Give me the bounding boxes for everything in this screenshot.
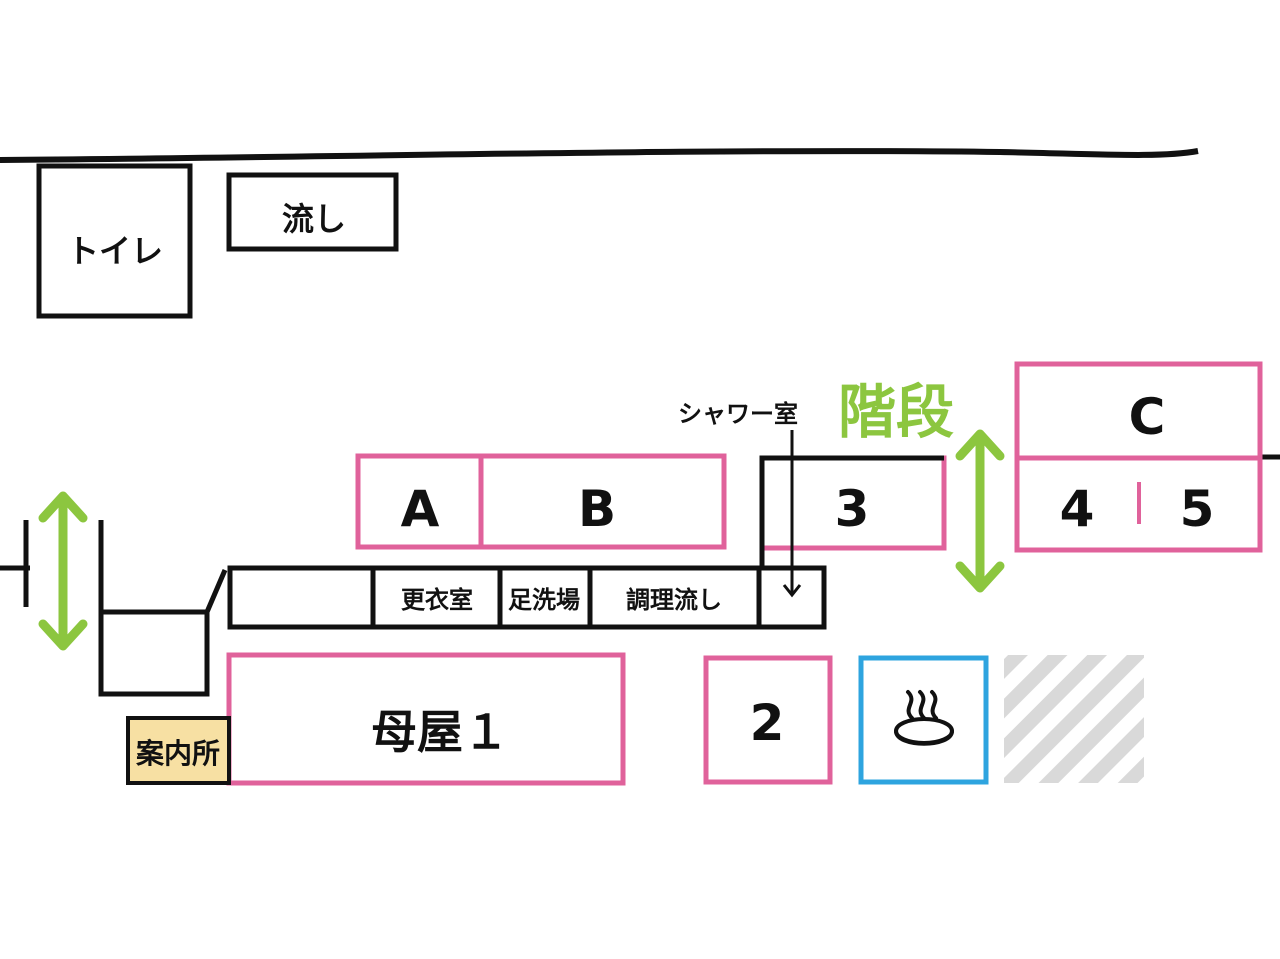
stairs-label: 階段 [838,378,954,446]
cooking-sink-label: 調理流し [626,586,722,614]
zone-3-label: 3 [835,480,870,538]
double-arrow-icon [955,429,1005,593]
foot-wash-label: 足洗場 [508,586,580,614]
main-house: 母屋１ [226,652,626,786]
toilet-label: トイレ [67,232,163,270]
zone-3: 3 [759,455,947,568]
sink-label: 流し [282,200,346,238]
hot-spring-icon [894,690,954,746]
zone-2: 2 [703,655,833,785]
zone-2-label: 2 [750,694,785,752]
zone-ab: A B [355,453,727,550]
entrance-slope [204,569,228,613]
bath [858,655,989,785]
zone-c-label: C [1129,388,1166,446]
arrow-down-icon [782,430,802,598]
zone-c45: C 4 5 [1014,361,1263,553]
toilet: トイレ [36,163,193,319]
service-building: 更衣室 足洗場 調理流し [227,565,827,630]
changing-room-label: 更衣室 [401,586,473,614]
info-desk: 案内所 [126,716,231,785]
zone-5-label: 5 [1180,480,1215,538]
entrance-room [98,520,210,697]
sink: 流し [226,172,399,252]
main-house-label: 母屋１ [371,705,509,759]
shower-room-label: シャワー室 [678,400,798,428]
zone-4-label: 4 [1060,480,1095,538]
reserved-area [1004,655,1144,783]
boundary-line [0,148,1199,163]
zone-a-label: A [401,480,440,538]
double-arrow-icon [38,491,88,651]
zone-b-label: B [578,480,616,538]
info-desk-label: 案内所 [136,737,220,770]
